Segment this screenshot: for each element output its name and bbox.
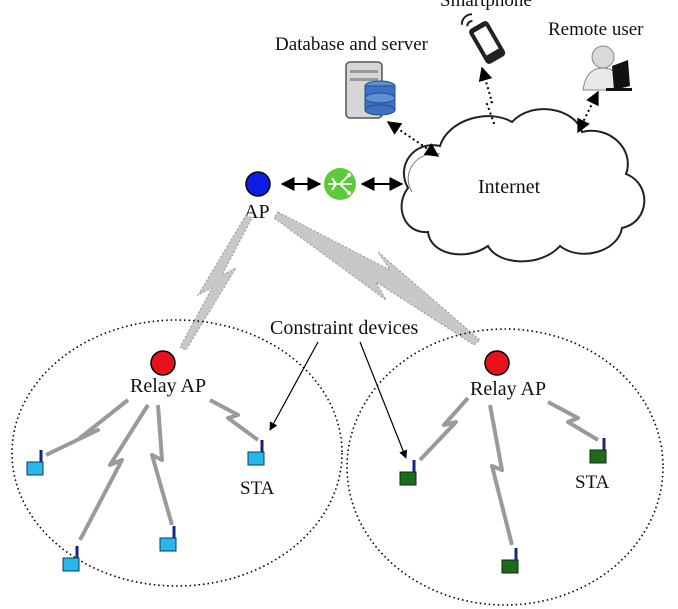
ap-relay-right-link — [273, 211, 481, 346]
constraint-arrow-right — [359, 341, 408, 459]
relay-ap-left-label: Relay AP — [130, 375, 206, 397]
db-internet-link — [386, 121, 440, 157]
right-cluster-boundary — [346, 328, 664, 606]
relay-ap-left-node — [150, 350, 176, 376]
relay-ap-right-label: Relay AP — [470, 378, 546, 400]
internet-cloud — [400, 108, 646, 263]
sta-device-left-4 — [247, 440, 265, 466]
constraint-arrow-left — [269, 341, 319, 431]
user-internet-link — [577, 90, 599, 134]
router-icon — [324, 168, 356, 200]
relay-ap-right-node — [484, 350, 510, 376]
constraint-devices-label: Constraint devices — [270, 317, 419, 339]
right-wireless-links — [418, 396, 600, 546]
database-label: Database and server — [275, 34, 429, 55]
remote-user-label: Remote user — [548, 19, 644, 40]
sta-device-left-2 — [62, 546, 80, 572]
sta-device-left-3 — [159, 526, 177, 552]
sta-device-right-3 — [589, 438, 607, 464]
smartphone-icon — [460, 13, 506, 64]
server-database-icon — [345, 61, 396, 119]
left-wireless-links — [45, 398, 260, 541]
sta-device-left-1 — [26, 450, 44, 476]
left-sta-devices — [26, 440, 265, 572]
sta-left-label: STA — [240, 478, 275, 499]
sta-right-label: STA — [575, 472, 610, 493]
remote-user-laptop-icon — [582, 45, 632, 91]
cut-top-label: Smartphone — [440, 0, 532, 11]
ap-relay-left-link — [179, 214, 253, 351]
right-sta-devices — [399, 438, 607, 574]
internet-label: Internet — [478, 176, 541, 198]
sta-device-right-2 — [501, 548, 519, 574]
sta-device-right-1 — [399, 460, 417, 486]
ap-node — [245, 171, 271, 197]
left-cluster-boundary — [11, 319, 343, 587]
